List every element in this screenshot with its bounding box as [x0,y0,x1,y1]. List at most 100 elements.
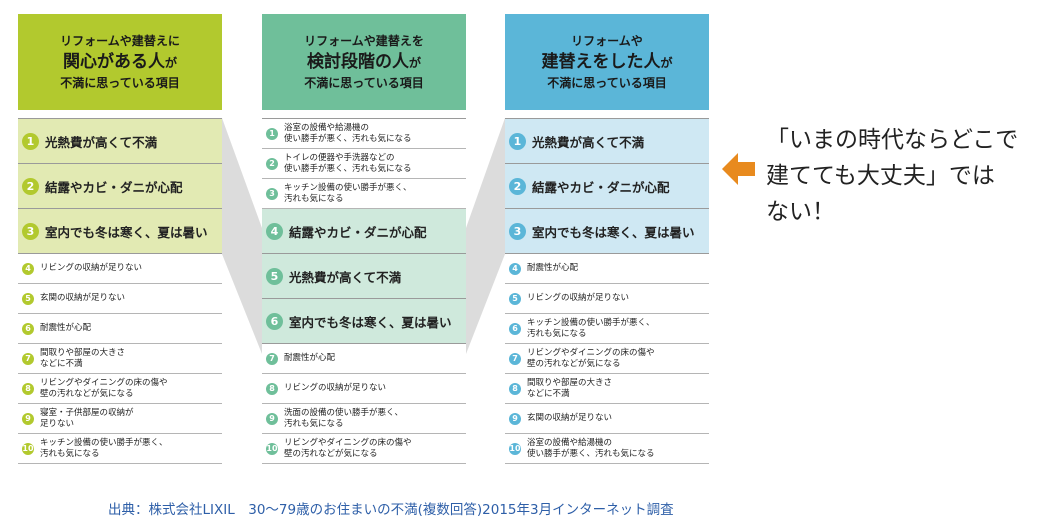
item-text: リビングやダイニングの床の傷や 壁の汚れなどが気になる [40,377,168,399]
item-text: 浴室の設備や給湯機の 使い勝手が悪く、汚れも気になる [527,437,655,459]
list-item: 1 浴室の設備や給湯機の 使い勝手が悪く、汚れも気になる [262,119,466,149]
item-text: 光熱費が高くて不満 [289,269,402,285]
rank-number-badge: 1 [509,132,526,150]
rank-number-badge: 5 [266,267,283,285]
highlight-item: 3 室内でも冬は寒く、夏は暑い [505,209,709,254]
rank-number-badge: 2 [509,177,526,195]
rank-number-badge: 9 [509,412,521,425]
rank-number-badge: 5 [22,292,34,305]
header-emphasis: 検討段階の人 [306,51,409,72]
list-item: 6 耐震性が心配 [18,314,222,344]
header-line-1: リフォームや建替えを [304,33,424,48]
header-particle: が [660,55,673,70]
item-text: キッチン設備の使い勝手が悪く、 汚れも気になる [527,317,655,339]
callout-line-1: 「いまの時代ならどこで [766,127,1019,153]
item-text: 耐震性が心配 [527,263,579,273]
highlight-item: 2 結露やカビ・ダニが心配 [505,164,709,209]
rank-number-badge: 6 [509,322,521,335]
item-text: リビングやダイニングの床の傷や 壁の汚れなどが気になる [527,347,655,369]
list-item: 8 間取りや部屋の大きさ などに不満 [505,374,709,404]
list-item: 8 リビングやダイニングの床の傷や 壁の汚れなどが気になる [18,374,222,404]
item-text: 間取りや部屋の大きさ などに不満 [40,347,126,369]
rank-number-badge: 7 [266,352,278,365]
item-text: 耐震性が心配 [284,353,336,363]
highlight-item: 1 光熱費が高くて不満 [18,119,222,164]
column-considering: リフォームや建替えを 検討段階の人が 不満に思っている項目 1 浴室の設備や給湯機… [262,14,466,464]
header-line-1: リフォームや [571,33,643,48]
rank-number-badge: 8 [266,382,278,395]
rank-number-badge: 9 [266,412,278,425]
rank-number-badge: 10 [509,442,521,455]
highlight-item: 1 光熱費が高くて不満 [505,119,709,164]
column-header: リフォームや建替えを 検討段階の人が 不満に思っている項目 [262,14,466,110]
list-item: 4 リビングの収納が足りない [18,254,222,284]
callout-line-3: ない！ [766,199,835,225]
callout-text: 「いまの時代ならどこで 建てても大丈夫」では ない！ [766,122,1046,230]
header-emphasis: 関心がある人 [62,51,165,72]
item-text: 室内でも冬は寒く、夏は暑い [532,224,695,240]
rank-number-badge: 8 [22,382,34,395]
rank-number-badge: 4 [22,262,34,275]
rank-number-badge: 1 [22,132,39,150]
item-text: 寝室・子供部屋の収納が 足りない [40,407,134,429]
list-item: 10 浴室の設備や給湯機の 使い勝手が悪く、汚れも気になる [505,434,709,464]
column-renovated: リフォームや 建替えをした人が 不満に思っている項目 1 光熱費が高くて不満 2 結露… [505,14,709,464]
column-interested: リフォームや建替えに 関心がある人が 不満に思っている項目 1 光熱費が高くて不満… [18,14,222,464]
highlight-item: 5 光熱費が高くて不満 [262,254,466,299]
item-text: トイレの便器や手洗器などの 使い勝手が悪く、汚れも気になる [284,152,412,174]
header-line-1: リフォームや建替えに [60,33,180,48]
item-text: 室内でも冬は寒く、夏は暑い [289,314,452,330]
header-line-3: 不満に思っている項目 [547,75,667,90]
rank-number-badge: 3 [509,222,526,240]
rank-number-badge: 6 [266,312,283,330]
rank-number-badge: 5 [509,292,521,305]
item-text: 光熱費が高くて不満 [532,134,645,150]
header-line-3: 不満に思っている項目 [304,75,424,90]
header-line-3: 不満に思っている項目 [60,75,180,90]
source-citation: 出典：株式会社LIXIL 30～79歳のお住まいの不満(複数回答)2015年3月… [108,502,674,518]
column-header: リフォームや建替えに 関心がある人が 不満に思っている項目 [18,14,222,110]
rank-number-badge: 6 [22,322,34,335]
item-text: 玄関の収納が足りない [40,293,126,303]
callout-line-2: 建てても大丈夫」では [766,163,995,189]
item-text: リビングの収納が足りない [40,263,143,273]
rank-number-badge: 10 [266,442,278,455]
rank-number-badge: 8 [509,382,521,395]
left-arrow-icon [722,153,755,185]
item-text: 光熱費が高くて不満 [45,134,158,150]
header-emphasis: 建替えをした人 [541,51,661,72]
highlight-item: 2 結露やカビ・ダニが心配 [18,164,222,209]
list-item: 7 耐震性が心配 [262,344,466,374]
rank-number-badge: 9 [22,412,34,425]
item-text: 結露やカビ・ダニが心配 [45,179,183,195]
item-text: リビングの収納が足りない [284,383,387,393]
list-item: 8 リビングの収納が足りない [262,374,466,404]
item-text: 浴室の設備や給湯機の 使い勝手が悪く、汚れも気になる [284,122,412,144]
rank-number-badge: 10 [22,442,34,455]
rank-number-badge: 4 [266,222,283,240]
connector-band-right [466,118,505,354]
item-text: 耐震性が心配 [40,323,92,333]
list-item: 9 寝室・子供部屋の収納が 足りない [18,404,222,434]
item-text: キッチン設備の使い勝手が悪く、 汚れも気になる [40,437,168,459]
rank-number-badge: 1 [266,127,278,140]
item-text: キッチン設備の使い勝手が悪く、 汚れも気になる [284,182,412,204]
rank-number-badge: 2 [22,177,39,195]
item-text: 間取りや部屋の大きさ などに不満 [527,377,613,399]
item-text: 結露やカビ・ダニが心配 [532,179,670,195]
list-item: 6 キッチン設備の使い勝手が悪く、 汚れも気になる [505,314,709,344]
column-header: リフォームや 建替えをした人が 不満に思っている項目 [505,14,709,110]
item-text: 室内でも冬は寒く、夏は暑い [45,224,208,240]
